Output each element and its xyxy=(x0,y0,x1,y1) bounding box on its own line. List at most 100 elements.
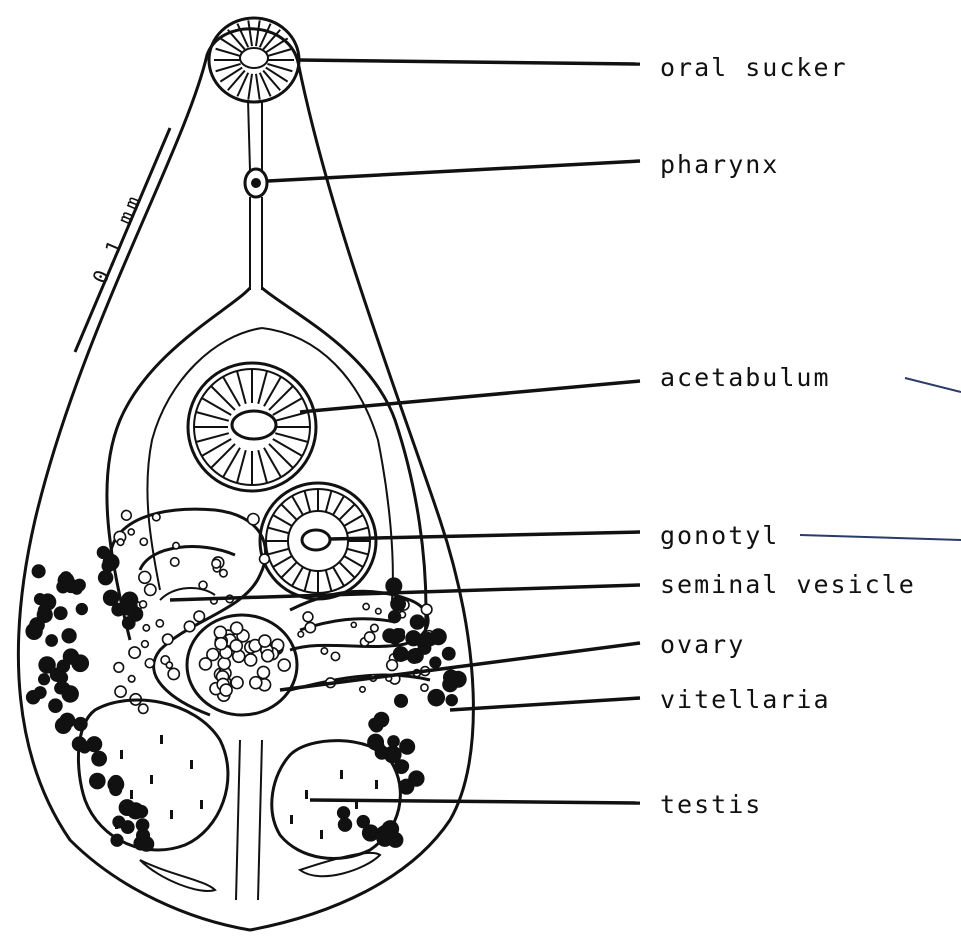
acetabulum-ray xyxy=(275,433,308,442)
vitelline-follicle xyxy=(398,779,414,795)
vitelline-follicle xyxy=(368,718,381,731)
gonotyl-ray xyxy=(281,504,297,520)
vitelline-follicle xyxy=(408,648,424,664)
vesicle-granule xyxy=(140,601,147,608)
gonotyl-ray xyxy=(268,549,289,555)
vitelline-follicle xyxy=(109,783,122,796)
testis-dot xyxy=(290,815,293,824)
ovary-granule xyxy=(262,650,274,662)
acetabulum-ray xyxy=(196,433,229,442)
ovary-granule xyxy=(220,684,232,696)
ovary-granule xyxy=(214,626,226,638)
vesicle-granule xyxy=(220,569,227,576)
uterus-granule xyxy=(351,622,356,627)
vitelline-follicle xyxy=(78,741,90,753)
acetabulum-ray xyxy=(258,371,267,404)
vitelline-follicle xyxy=(382,628,397,643)
testis-dot xyxy=(305,790,308,799)
vesicle-granule xyxy=(140,538,147,545)
vitelline-follicle xyxy=(71,583,83,595)
vitelline-follicle xyxy=(393,646,409,662)
vesicle-granule xyxy=(212,559,221,568)
vitelline-follicle xyxy=(38,673,50,685)
gonotyl-ray xyxy=(347,528,368,534)
testis-dot xyxy=(150,775,153,784)
testis-left xyxy=(78,700,228,891)
oral-sucker-ray xyxy=(256,74,260,100)
label-ovary: ovary xyxy=(660,630,745,659)
vitelline-follicle xyxy=(119,799,136,816)
label-testis: testis xyxy=(660,790,762,819)
vitelline-follicle xyxy=(112,815,125,828)
gonotyl-ray xyxy=(292,496,303,515)
vitelline-follicle xyxy=(399,739,415,755)
vitelline-follicle xyxy=(38,604,50,616)
vitelline-follicle xyxy=(394,694,408,708)
vesicle-granule xyxy=(145,584,156,595)
vitelline-follicle xyxy=(373,740,385,752)
vitelline-follicle xyxy=(59,713,75,729)
ovary xyxy=(187,615,297,715)
uterus-granule xyxy=(303,612,313,622)
gonotyl-ray xyxy=(273,515,292,526)
vesicle-granule xyxy=(171,558,179,566)
gonotyl-ray xyxy=(281,562,297,578)
ovary-granule xyxy=(230,640,242,652)
gonotyl-ray xyxy=(333,496,344,515)
vitelline-follicle xyxy=(73,717,87,731)
ovary-granule xyxy=(259,635,271,647)
vitelline-follicle xyxy=(338,817,352,831)
vitelline-follicle xyxy=(34,686,47,699)
vitelline-follicle xyxy=(60,571,72,583)
testis-dot xyxy=(120,750,123,759)
gonotyl-ray xyxy=(305,491,311,512)
vitelline-follicle xyxy=(91,751,107,767)
vesicle-granule xyxy=(115,686,126,697)
vitelline-follicle xyxy=(89,773,106,790)
vitelline-follicle xyxy=(38,656,55,673)
testis-dot xyxy=(160,735,163,744)
vesicle-granule xyxy=(166,662,172,668)
vesicle-granule xyxy=(114,663,124,673)
ovary-granule xyxy=(218,657,230,669)
vitelline-follicle xyxy=(390,596,406,612)
oral-sucker-ray xyxy=(248,74,252,100)
vesicle-granule xyxy=(194,611,205,622)
vitelline-follicle xyxy=(71,654,89,672)
testis-dot xyxy=(190,760,193,769)
testis-dot xyxy=(375,780,378,789)
uterus-granule xyxy=(365,632,375,642)
gonotyl-ray xyxy=(273,556,292,567)
body-outline xyxy=(18,29,473,930)
uterus-granule xyxy=(321,648,327,654)
testis-dot xyxy=(340,770,343,779)
gonotyl-ray xyxy=(339,504,355,520)
vitelline-follicle xyxy=(135,805,148,818)
vitelline-follicle xyxy=(120,598,138,616)
ovary-granule xyxy=(257,666,269,678)
vitelline-follicle xyxy=(387,735,400,748)
vesicle-granule xyxy=(168,668,179,679)
vitelline-follicle xyxy=(446,694,458,706)
vitelline-follicle xyxy=(32,564,46,578)
vitelline-follicle xyxy=(388,832,404,848)
gonotyl xyxy=(260,483,376,599)
gonotyl-ray xyxy=(268,528,289,534)
gonotyl-ray xyxy=(344,556,363,567)
uterus-granule xyxy=(421,684,428,691)
uterus-granule xyxy=(421,604,432,615)
labels: oral sucker pharynx acetabulum gonotyl s… xyxy=(660,53,916,819)
vitelline-follicle xyxy=(48,698,63,713)
vitelline-follicle xyxy=(442,677,458,693)
vitelline-follicle xyxy=(29,617,45,633)
uterus-granule xyxy=(371,624,378,631)
vitelline-follicle xyxy=(101,559,114,572)
label-vitellaria: vitellaria xyxy=(660,685,831,714)
vitelline-follicle xyxy=(430,628,447,645)
acetabulum-ray xyxy=(237,450,246,483)
label-pharynx: pharynx xyxy=(660,150,779,179)
scale-bar: 0.1 mm xyxy=(75,128,170,352)
vesicle-granule xyxy=(122,510,132,520)
testis-dot xyxy=(130,790,133,799)
vitelline-follicle xyxy=(405,630,421,646)
